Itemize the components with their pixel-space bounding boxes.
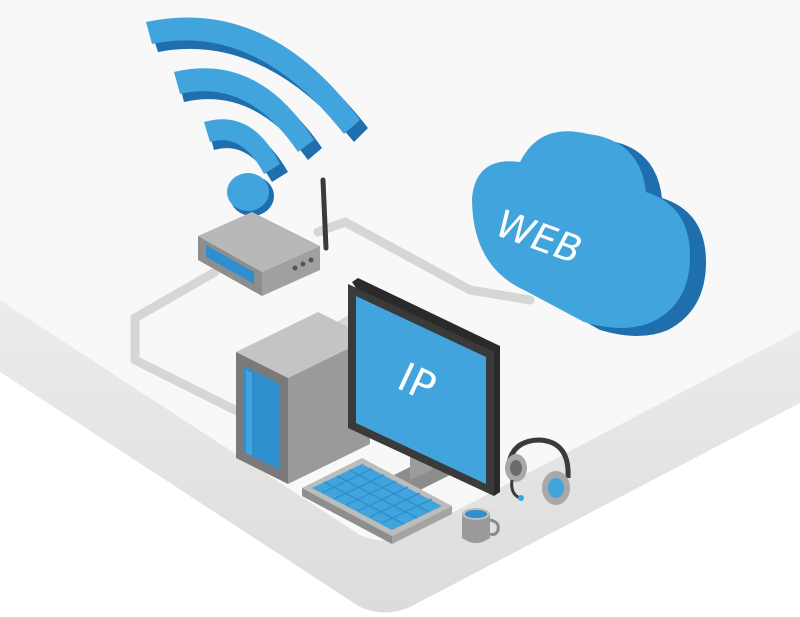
mug-body <box>462 514 490 543</box>
wifi-signal-icon <box>146 17 368 216</box>
router-side <box>262 246 320 296</box>
platform-top <box>0 0 800 541</box>
wifi-arc-middle <box>178 74 322 160</box>
mug-coffee <box>465 510 487 518</box>
platform-side <box>0 300 800 613</box>
monitor-screen <box>356 296 486 484</box>
router-led-strip <box>206 245 254 284</box>
router-antenna <box>320 177 329 251</box>
tower-top <box>236 312 370 378</box>
keyboard-key-grid <box>321 468 433 525</box>
pc-tower <box>236 312 370 484</box>
coffee-mug-icon <box>462 508 500 543</box>
tower-drive-bay <box>244 366 280 470</box>
web-cloud-icon: WEB <box>472 131 706 336</box>
mug-handle <box>489 518 500 536</box>
router-device <box>198 177 329 296</box>
keyboard-device <box>302 458 452 544</box>
cable-router-to-cloud <box>313 217 535 305</box>
cable-router-to-pc <box>130 267 260 425</box>
headset-icon <box>505 437 571 505</box>
cloud-face <box>472 131 690 328</box>
router-top <box>198 212 320 272</box>
monitor-device: IP <box>348 278 500 496</box>
